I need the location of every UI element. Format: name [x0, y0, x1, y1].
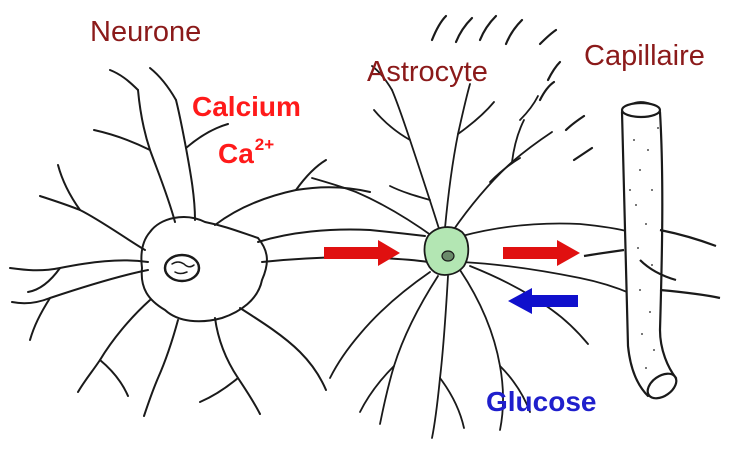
calcium-arrow-neuron-to-astrocyte [324, 240, 400, 266]
capillary [584, 102, 720, 403]
neuron-soma [141, 217, 267, 321]
glucose-arrow-capillary-to-astrocyte [508, 288, 578, 314]
neuron-nucleus [165, 255, 199, 281]
neuron-dendrite [10, 260, 148, 270]
ca-symbol: Ca [218, 138, 254, 169]
ca-charge: 2+ [255, 135, 274, 154]
glucose-label: Glucose [486, 388, 596, 416]
astrocyte-nucleus [442, 251, 454, 261]
calcium-label: Calcium [192, 93, 301, 121]
astrocyte-label: Astrocyte [367, 58, 488, 87]
capillary-vessel [622, 102, 676, 396]
capillaire-label: Capillaire [584, 42, 705, 71]
neurone-label: Neurone [90, 18, 201, 47]
calcium-arrow-astrocyte-to-capillary [503, 240, 580, 266]
calcium-symbol-label: Ca2+ [218, 140, 274, 168]
